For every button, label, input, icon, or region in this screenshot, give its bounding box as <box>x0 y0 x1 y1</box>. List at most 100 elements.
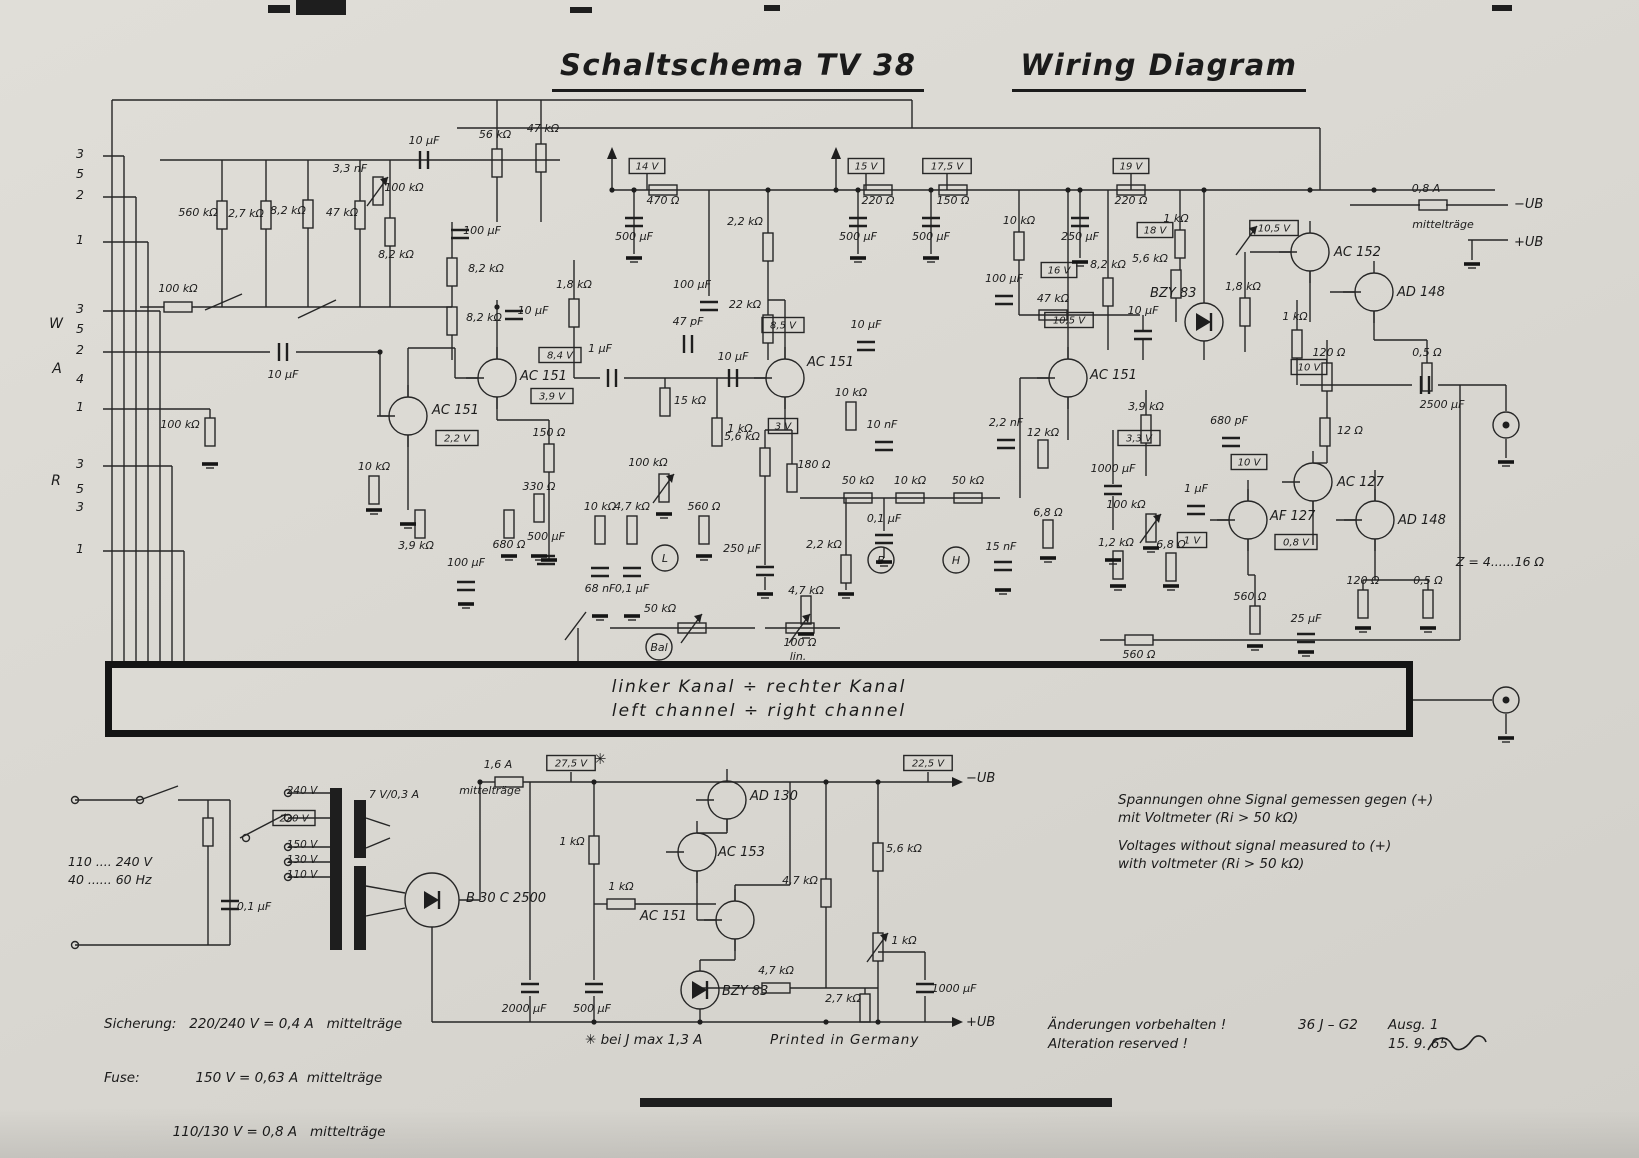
component-label: 1,8 kΩ <box>556 278 592 291</box>
component-label: 180 Ω <box>798 458 831 471</box>
voltage-callout-box <box>546 754 596 772</box>
component-label: 4 <box>76 371 84 386</box>
component-label: 100 kΩ <box>160 418 200 431</box>
component-label: 0,5 Ω <box>1412 346 1442 359</box>
voltage-callout-box <box>1117 429 1161 447</box>
voltage-callout: 10,5 V <box>1258 224 1291 235</box>
component-label: 100 kΩ <box>628 456 668 469</box>
potentiometer-arrow-head <box>880 933 888 942</box>
resistor <box>658 473 670 503</box>
resistor <box>859 993 871 1023</box>
component-label: 50 kΩ <box>644 602 677 615</box>
component-label: ✳ <box>594 750 607 768</box>
resistor <box>1102 277 1114 307</box>
component-label: 560 Ω <box>688 500 721 513</box>
terminal <box>283 788 293 798</box>
resistor <box>759 447 771 477</box>
component-label: 1 kΩ <box>1282 310 1308 323</box>
resistor <box>568 298 580 328</box>
component-label: 10 kΩ <box>1003 214 1036 227</box>
resistor <box>1357 589 1369 619</box>
junction-dot <box>609 187 615 193</box>
component-label: 1,2 kΩ <box>1098 536 1134 549</box>
resistor <box>845 401 857 431</box>
junction-dot <box>765 187 771 193</box>
component-label: 500 µF <box>912 230 950 243</box>
terminal <box>283 842 293 852</box>
component-label: 8,2 kΩ <box>270 204 306 217</box>
resistor <box>1165 552 1177 582</box>
component-label: 40 ...... 60 Hz <box>68 872 152 887</box>
output-jack <box>1492 686 1520 714</box>
resistor <box>446 257 458 287</box>
voltage-callout-box <box>1044 311 1094 329</box>
arrow-up <box>607 147 617 159</box>
component-label: 470 Ω <box>647 194 680 207</box>
resistor <box>368 475 380 505</box>
component-label: 47 kΩ <box>326 206 359 219</box>
transistor-label: AC 151 <box>1089 368 1137 383</box>
potentiometer-arrow-head <box>380 177 388 186</box>
component-label: −UB <box>966 771 995 786</box>
printed-in-germany: Printed in Germany <box>770 1032 920 1048</box>
arrow-up <box>831 147 841 159</box>
control-knob-label: Bal <box>650 641 667 654</box>
resistor <box>659 387 671 417</box>
resistor <box>1239 297 1251 327</box>
resistor <box>953 492 983 504</box>
component-label: 10 kΩ <box>835 386 868 399</box>
component-label: 150 V <box>287 839 318 851</box>
component-label: 2 <box>76 187 84 202</box>
component-label: mittelträge <box>1412 218 1474 231</box>
resistor <box>1145 513 1157 543</box>
voltage-callout-box <box>435 429 479 447</box>
component-label: 110 .... 240 V <box>68 854 154 869</box>
voltage-callout: 1 V <box>1184 536 1202 547</box>
scan-mark <box>330 788 342 950</box>
output-jack-pin <box>1502 421 1510 429</box>
component-label: 0,5 Ω <box>1413 574 1443 587</box>
voltage-callout: 22,5 V <box>912 759 945 770</box>
component-label: 2500 µF <box>1420 398 1465 411</box>
resistor <box>648 184 678 196</box>
note-de-2: mit Voltmeter (Ri > 50 kΩ) <box>1118 810 1299 826</box>
component-label: 15 nF <box>986 540 1017 553</box>
resistor <box>1112 550 1124 580</box>
component-label: 100 µF <box>985 272 1023 285</box>
changes-reserved-en: Alteration reserved ! <box>1048 1036 1188 1052</box>
junction-dot <box>1371 187 1377 193</box>
junction-dot <box>823 1019 829 1025</box>
component-label: 12 Ω <box>1337 424 1363 437</box>
asterisk-note: ✳ bei J max 1,3 A <box>585 1032 703 1048</box>
component-label: 25 µF <box>1291 612 1322 625</box>
voltage-callout-box <box>1112 157 1150 175</box>
component-label: 2 <box>76 342 84 357</box>
output-jack <box>1492 411 1520 439</box>
junction-dot <box>1307 187 1313 193</box>
voltage-callout-box <box>1040 261 1078 279</box>
component-label: 50 kΩ <box>842 474 875 487</box>
junction-dot <box>697 1019 703 1025</box>
voltage-callout: 10 V <box>1298 363 1322 374</box>
component-label: 4,7 kΩ <box>782 874 818 887</box>
resistor <box>503 509 515 539</box>
component-label: 1 kΩ <box>608 880 634 893</box>
wire <box>564 611 587 641</box>
voltage-callout-box <box>1230 453 1268 471</box>
component-label: 5,6 kΩ <box>1132 252 1168 265</box>
component-label: A <box>51 361 62 377</box>
diode-triangle <box>424 891 439 909</box>
voltage-callout: 3 V <box>775 422 793 433</box>
component-label: 12 kΩ <box>1027 426 1060 439</box>
component-label: 3 <box>76 456 84 471</box>
component-label: B 30 C 2500 <box>466 891 546 906</box>
resistor <box>594 515 606 545</box>
transistor-label: AC 151 <box>806 355 854 370</box>
issue-number: Ausg. 1 <box>1388 1017 1439 1033</box>
arrow-right <box>952 1017 963 1027</box>
component-label: 2,7 kΩ <box>825 992 861 1005</box>
voltage-callout: 10 V <box>1238 458 1262 469</box>
transistor-label: AD 130 <box>749 789 798 804</box>
resistor <box>1042 519 1054 549</box>
wire <box>239 813 287 839</box>
